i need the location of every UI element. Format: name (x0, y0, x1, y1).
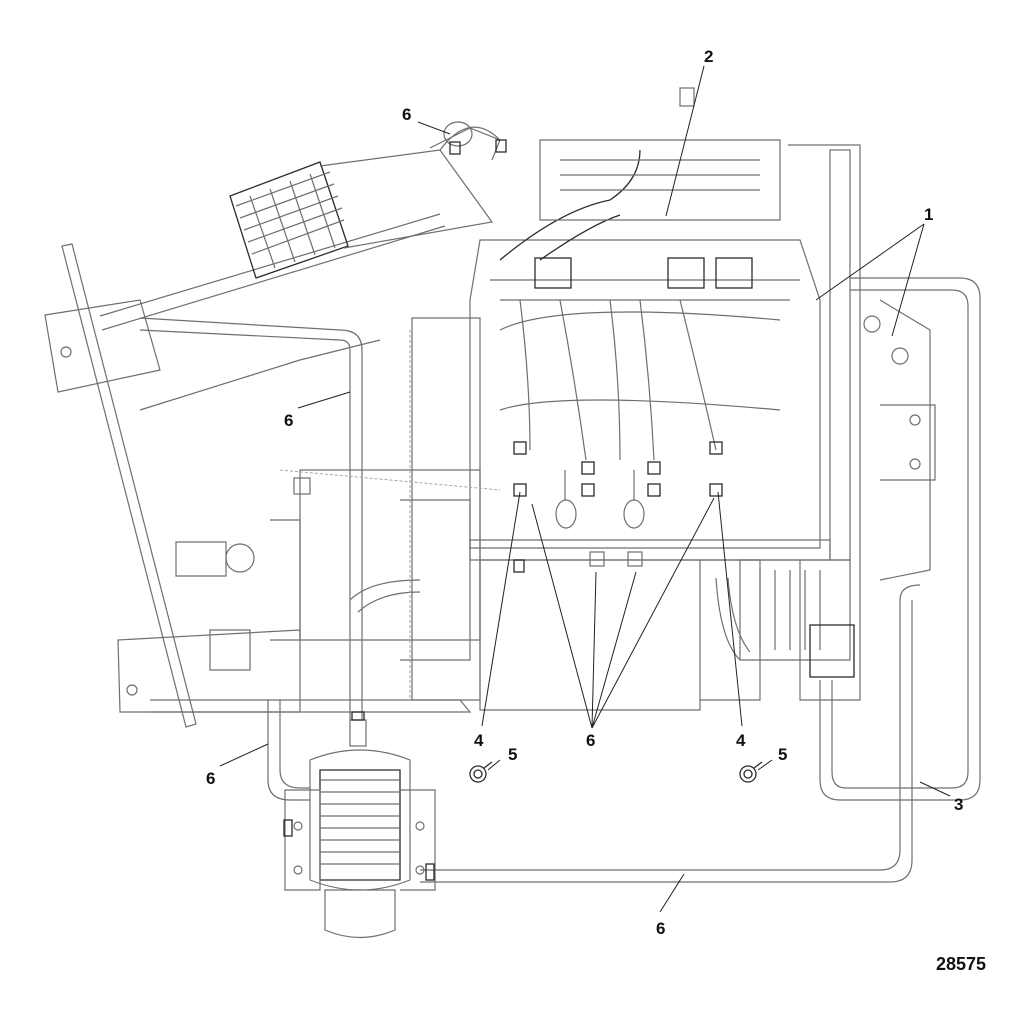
callout-labels: 1 2 3 4 4 5 5 6 6 6 6 6 (206, 47, 963, 938)
exhaust-manifold (490, 149, 800, 461)
spare-clamp-right (739, 761, 763, 783)
spare-clamp-left (469, 761, 493, 783)
water-strainer (284, 719, 436, 939)
callout-5-right: 5 (778, 745, 787, 764)
callout-4-left: 4 (474, 731, 484, 750)
hoses (139, 277, 981, 883)
mounting-frame (44, 213, 472, 728)
figure-number: 28575 (936, 954, 986, 974)
callout-4-right: 4 (736, 731, 746, 750)
callout-leaders (219, 65, 951, 913)
callout-6-clamps: 6 (586, 731, 595, 750)
callout-5-left: 5 (508, 745, 517, 764)
flame-arrestor (229, 121, 501, 279)
callout-6-bottom-hose: 6 (656, 919, 665, 938)
cylinder-head (534, 87, 781, 289)
callout-3: 3 (954, 795, 963, 814)
callout-1: 1 (924, 205, 933, 224)
accessory-brackets (739, 144, 936, 701)
hose-clamps (283, 139, 723, 881)
callout-2: 2 (704, 47, 713, 66)
callout-6-air-filter: 6 (402, 105, 411, 124)
callout-6-strainer: 6 (206, 769, 215, 788)
engine-block (175, 239, 831, 711)
callout-6-left-hose: 6 (284, 411, 293, 430)
